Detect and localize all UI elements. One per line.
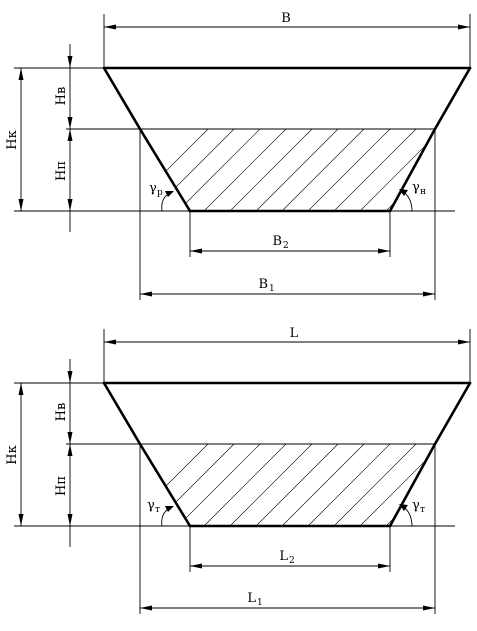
bottom-hatch-fill — [140, 444, 435, 526]
bottom-section: L L 2 L 1 Нк Нв — [5, 326, 472, 614]
bottom-angle-right-subscript: т — [420, 505, 425, 515]
bottom-angle-left: γ т — [147, 498, 174, 527]
top-label-B2-subscript: 2 — [283, 241, 289, 251]
bottom-dimension-L: L — [104, 326, 470, 345]
top-left-slope — [102, 66, 192, 213]
top-label-B: B — [281, 11, 291, 26]
bottom-label-Hp: Нп — [54, 476, 69, 496]
bottom-label-Hv: Нв — [54, 403, 69, 422]
top-angle-left-symbol: γ — [149, 181, 157, 196]
top-dimension-B2: B 2 — [190, 234, 390, 254]
top-label-Hv: Нв — [54, 87, 69, 106]
bottom-angle-right-symbol: γ — [412, 498, 420, 513]
top-label-Hk: Нк — [5, 130, 20, 149]
top-angle-left-subscript: р — [157, 188, 163, 198]
bottom-angle-left-symbol: γ — [147, 498, 155, 513]
top-dimension-B1: B 1 — [140, 277, 435, 297]
top-dimension-B: B — [104, 11, 470, 30]
bottom-label-L2-subscript: 2 — [289, 556, 295, 566]
top-section: B B 2 B 1 Нк — [5, 11, 472, 300]
bottom-angle-left-subscript: т — [155, 505, 160, 515]
bottom-angle-right: γ т — [399, 498, 425, 527]
bottom-dimension-Hv-Hp: Нв Нп — [54, 359, 73, 547]
bottom-label-Hk: Нк — [5, 445, 20, 464]
top-label-B1: B — [258, 277, 268, 292]
bottom-label-L2: L — [279, 549, 288, 564]
top-angle-right-symbol: γ — [412, 180, 420, 195]
top-angle-right: γ н — [399, 180, 426, 212]
top-angle-left: γ р — [149, 181, 174, 212]
top-label-B2: B — [272, 234, 282, 249]
top-hatch-fill — [140, 129, 435, 211]
top-label-Hp: Нп — [54, 161, 69, 181]
bottom-label-L1-subscript: 1 — [257, 598, 263, 608]
bottom-label-L: L — [290, 326, 299, 341]
top-label-B1-subscript: 1 — [269, 284, 275, 294]
bottom-dimension-L1: L 1 — [140, 591, 435, 611]
bottom-dimension-L2: L 2 — [190, 549, 390, 569]
top-angle-right-subscript: н — [420, 187, 426, 197]
top-dimension-Hv-Hp: Нв Нп — [54, 44, 73, 232]
top-dimension-Hk: Нк — [5, 68, 24, 211]
bottom-label-L1: L — [247, 591, 256, 606]
bottom-dimension-Hk: Нк — [5, 383, 24, 526]
